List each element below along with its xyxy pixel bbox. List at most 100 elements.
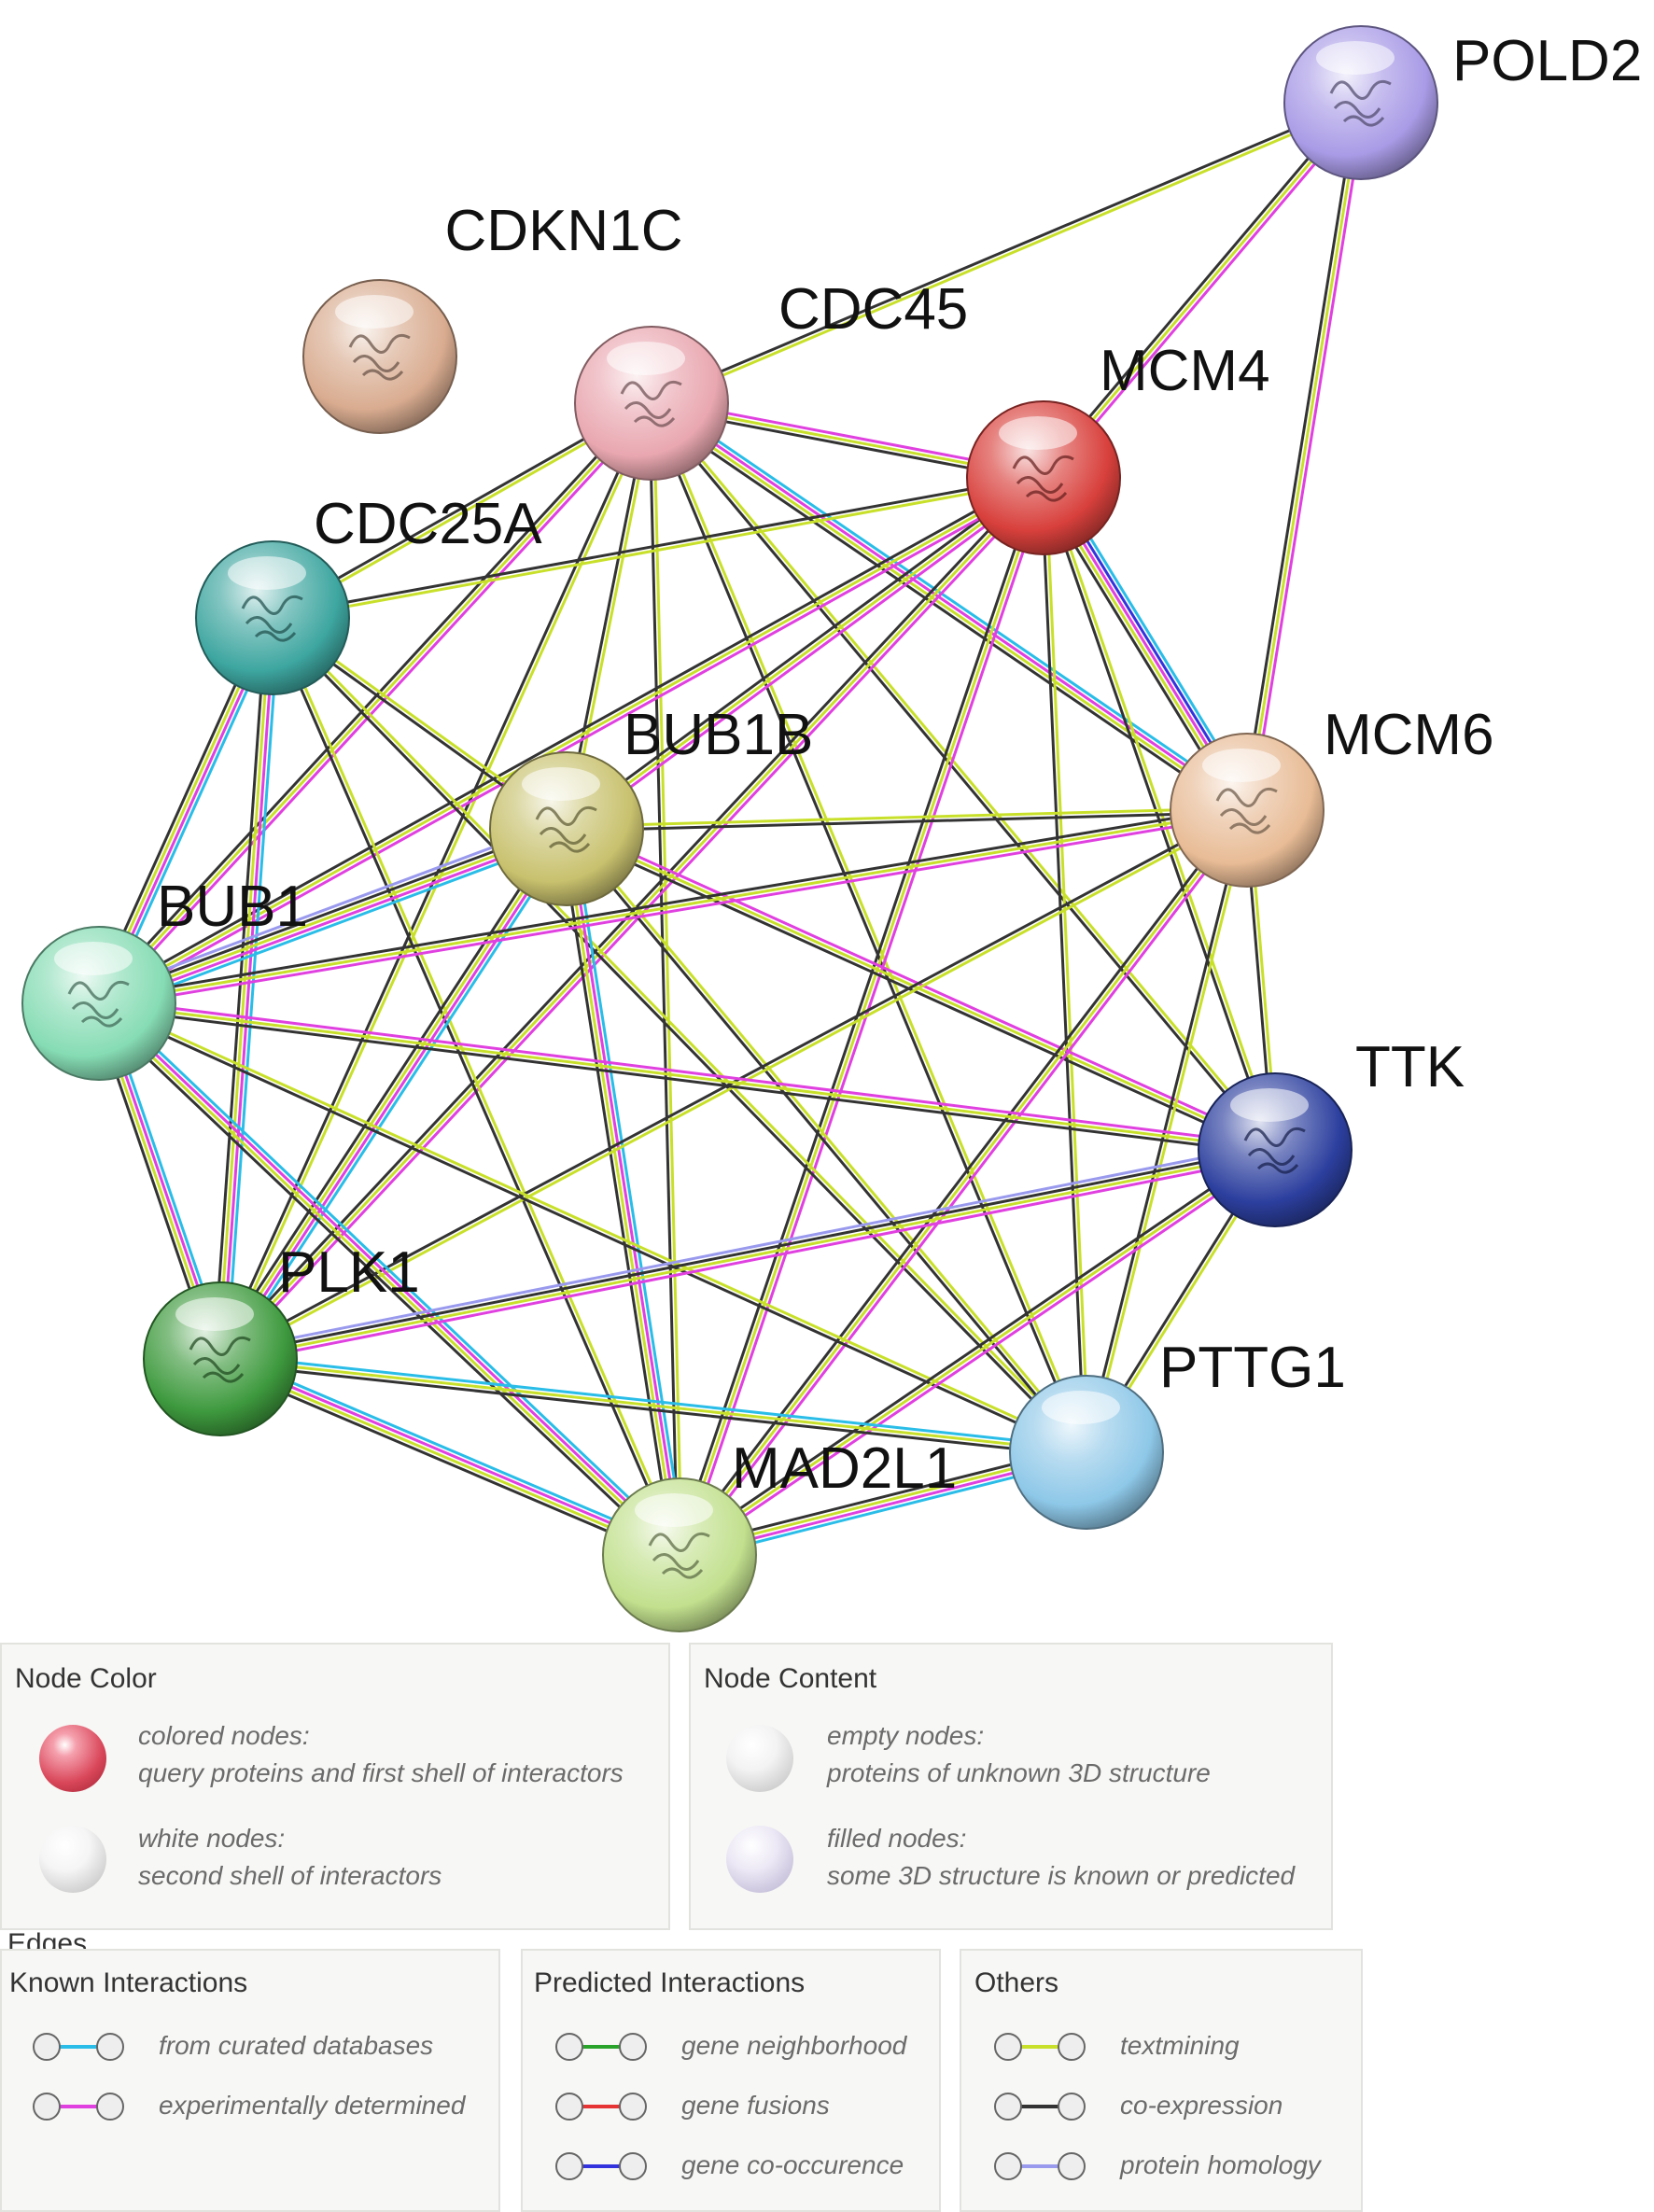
node-pold2[interactable]: [1283, 25, 1438, 180]
edge-mcm6-bub1: [97, 804, 1249, 1010]
node-gloss: [635, 1493, 713, 1527]
edge-line-co-expression: [93, 1006, 677, 1561]
edge-sample-icon: [994, 2093, 1086, 2121]
legend-filled-nodes-line2: some 3D structure is known or predicted: [827, 1861, 1296, 1890]
node-cdc25a[interactable]: [195, 540, 350, 695]
node-plk1[interactable]: [143, 1281, 298, 1436]
edge-line-co-expression: [213, 824, 563, 1357]
edge-line-co-expression: [676, 1144, 1274, 1553]
edge-line-textmining: [678, 477, 1045, 1556]
edge-type-label: gene co-occurence: [681, 2150, 904, 2179]
node-bub1b[interactable]: [489, 751, 644, 906]
edge-line-experimentally-determined: [101, 405, 656, 1008]
protein-structure-icon: [241, 595, 303, 642]
edge-line-co-expression: [97, 804, 1247, 1001]
edge-line-textmining: [652, 400, 1278, 1150]
edge-plk1-pttg1: [219, 1352, 1087, 1459]
edge-line-textmining: [98, 476, 1044, 1005]
edge-line-textmining: [649, 403, 1247, 814]
edge-mcm4-cdc25a: [272, 474, 1044, 622]
edge-line-from-curated-databases: [654, 397, 1252, 806]
node-gloss: [522, 767, 600, 801]
legend-node-color-title: Node Color: [15, 1663, 157, 1694]
node-mcm6[interactable]: [1170, 733, 1325, 888]
edge-line-co-expression: [1040, 478, 1086, 1453]
node-gloss: [54, 942, 133, 975]
edge-type-label: co-expression: [1120, 2091, 1283, 2120]
legend-filled-nodes-line1: filled nodes:: [827, 1824, 967, 1853]
node-cdkn1c[interactable]: [302, 279, 457, 434]
edge-line-co-expression: [96, 823, 566, 1001]
edge-bub1b-mad2l1: [558, 827, 688, 1557]
edge-line-co-expression: [564, 831, 1274, 1155]
legend-others-title: Others: [974, 1967, 1059, 1998]
node-gloss: [175, 1297, 254, 1331]
edge-line-textmining: [566, 476, 1044, 831]
protein-structure-icon: [1215, 787, 1278, 834]
edge-line-experimentally-determined: [652, 399, 1250, 810]
edge-line-textmining: [217, 617, 273, 1359]
edge-line-textmining: [99, 1000, 1088, 1452]
edge-line-co-expression: [97, 1003, 1086, 1456]
edge-line-protein-homology: [95, 819, 565, 997]
edge-cdc25a-pttg1: [270, 615, 1089, 1455]
edge-line-from-curated-databases: [571, 827, 688, 1555]
edge-line-textmining: [273, 615, 1089, 1452]
legend-empty-nodes-line1: empty nodes:: [827, 1721, 985, 1750]
legend-white-nodes-text: white nodes: second shell of interactors: [138, 1820, 442, 1895]
legend-node-content: Node Content empty nodes: proteins of un…: [689, 1643, 1333, 1930]
edge-line-protein-homology: [218, 1141, 1274, 1354]
edge-line-co-expression: [564, 829, 1086, 1455]
edge-line-co-expression: [94, 399, 650, 1001]
edge-line-experimentally-determined: [220, 829, 570, 1362]
node-label-bub1: BUB1: [157, 875, 308, 939]
edge-line-co-expression: [272, 474, 1044, 618]
edge-line-from-curated-databases: [220, 1352, 1087, 1449]
node-label-ttk: TTK: [1355, 1035, 1465, 1099]
edge-line-experimentally-determined: [1250, 103, 1367, 811]
edge-line-from-curated-databases: [102, 997, 685, 1552]
protein-structure-icon: [1012, 455, 1074, 502]
node-mad2l1[interactable]: [602, 1477, 757, 1632]
node-gloss: [1202, 749, 1281, 782]
protein-structure-icon: [648, 1532, 710, 1579]
edge-line-textmining: [1245, 102, 1363, 811]
edge-line-experimentally-determined: [680, 1152, 1279, 1561]
legend-known-interactions: Known Interactions from curated database…: [0, 1949, 500, 2212]
edge-cdc45-pttg1: [648, 401, 1090, 1454]
edge-line-textmining: [679, 1148, 1276, 1557]
node-label-cdkn1c: CDKN1C: [445, 199, 683, 263]
protein-structure-icon: [1329, 79, 1392, 127]
edge-type-label: from curated databases: [159, 2031, 434, 2060]
edges-layer: [91, 99, 1367, 1563]
edge-line-textmining: [563, 829, 680, 1556]
edge-line-experimentally-determined: [567, 828, 683, 1555]
edge-line-from-curated-databases: [224, 831, 574, 1364]
node-gloss: [607, 342, 685, 375]
legend-node-content-title: Node Content: [704, 1663, 877, 1694]
edge-line-textmining: [217, 826, 567, 1359]
edge-line-textmining: [1044, 477, 1090, 1452]
edge-line-textmining: [566, 806, 1247, 829]
colored-node-ball-icon: [39, 1725, 106, 1792]
node-gloss: [1042, 1391, 1120, 1424]
node-mcm4[interactable]: [966, 400, 1121, 555]
legend-colored-nodes-line1: colored nodes:: [138, 1721, 310, 1750]
node-label-cdc45: CDC45: [778, 277, 968, 342]
edge-sample-icon: [994, 2152, 1086, 2180]
edge-bub1b-mcm6: [566, 806, 1248, 833]
node-bub1[interactable]: [21, 926, 176, 1081]
node-ttk[interactable]: [1198, 1072, 1353, 1227]
edge-mcm4-bub1b: [563, 473, 1047, 833]
node-gloss: [1316, 41, 1395, 75]
edge-type-label: gene neighborhood: [681, 2031, 907, 2060]
edge-line-co-expression: [567, 810, 1248, 833]
edge-cdc25a-plk1: [212, 617, 281, 1360]
nodes-layer: [21, 25, 1438, 1632]
edge-ttk-plk1: [218, 1141, 1277, 1367]
edge-line-experimentally-determined: [99, 1001, 682, 1555]
node-cdc45[interactable]: [574, 326, 729, 481]
edge-bub1-ttk: [98, 997, 1276, 1156]
node-pttg1[interactable]: [1009, 1375, 1164, 1530]
edge-line-co-expression: [219, 1146, 1275, 1359]
